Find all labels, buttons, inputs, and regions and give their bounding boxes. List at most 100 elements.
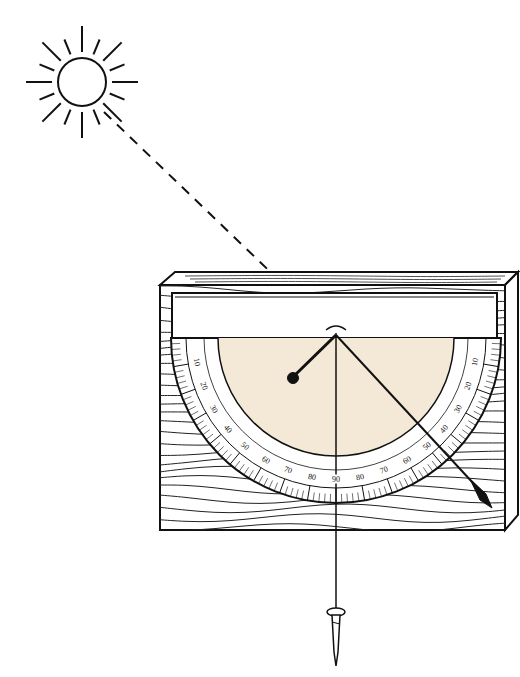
degree-tick (302, 491, 304, 500)
degree-tick (399, 481, 403, 489)
degree-tick (239, 464, 244, 471)
degree-tick (307, 486, 310, 501)
degree-tick (259, 476, 263, 484)
degree-tick (491, 354, 500, 356)
degree-tick (374, 489, 376, 498)
pointer-tip (470, 479, 492, 508)
degree-tick (285, 486, 288, 495)
degree-tick (206, 434, 213, 440)
sighting-pointer (288, 326, 493, 508)
degree-number: 30 (452, 402, 465, 415)
degree-number: 50 (239, 439, 252, 452)
degree-tick (234, 461, 240, 468)
sun-ray (112, 81, 138, 83)
degree-tick (249, 470, 254, 478)
degree-tick (484, 386, 493, 389)
sun-ray (40, 93, 55, 99)
degree-number: 70 (378, 465, 390, 477)
sun-ray (64, 40, 70, 55)
sun-ray (81, 26, 83, 52)
degree-tick (179, 386, 188, 389)
degree-tick (459, 434, 466, 440)
pointer-stick (294, 335, 336, 376)
degree-number: 40 (437, 422, 450, 435)
sun-ray (93, 40, 99, 55)
degree-tick (468, 421, 476, 426)
degree-number: 40 (221, 422, 234, 435)
degree-tick (172, 354, 181, 356)
wood-grain (190, 278, 501, 279)
degree-tick (479, 401, 487, 405)
degree-number: 50 (420, 439, 433, 452)
sun-ray (64, 110, 70, 125)
degree-tick (452, 442, 459, 448)
degree-tick (419, 470, 424, 478)
degree-tick (226, 454, 232, 461)
degree-tick (213, 442, 220, 448)
degree-tick (313, 492, 314, 501)
board-side (505, 272, 518, 530)
degree-tick (352, 493, 354, 502)
degree-tick (428, 464, 433, 471)
degree-tick (476, 406, 484, 410)
sun-ray (42, 103, 60, 121)
wood-grain (160, 523, 505, 530)
degree-tick (183, 396, 191, 399)
sun-ray (110, 93, 125, 99)
nail-weight (327, 608, 345, 666)
degree-number: 90 (331, 475, 341, 484)
degree-tick (394, 483, 397, 491)
pointer-straw (336, 335, 486, 497)
sun (26, 26, 138, 138)
wood-grain (160, 286, 505, 530)
degree-tick (404, 478, 408, 486)
degree-tick (203, 430, 210, 435)
degree-tick (171, 338, 186, 339)
degree-tick (484, 364, 499, 367)
degree-tick (210, 434, 221, 444)
degree-tick (384, 486, 387, 495)
degree-tick (477, 389, 491, 394)
sun-ray (81, 112, 83, 138)
degree-number: 10 (192, 357, 203, 368)
degree-tick (217, 446, 223, 452)
degree-tick (387, 479, 392, 493)
degree-tick (432, 453, 442, 464)
degree-tick (465, 425, 472, 430)
wood-grain (185, 275, 505, 282)
degree-tick (346, 494, 348, 503)
degree-tick (486, 381, 495, 383)
degree-tick (173, 360, 182, 361)
degree-tick (193, 413, 206, 421)
wood-grain (160, 514, 505, 523)
wood-grain (185, 275, 505, 276)
degree-tick (341, 494, 342, 503)
degree-tick (318, 493, 320, 502)
degree-number: 80 (355, 472, 366, 483)
degree-tick (176, 376, 185, 378)
degree-number: 60 (259, 454, 272, 467)
degree-tick (487, 376, 496, 378)
string-loop (326, 326, 346, 330)
degree-tick (492, 348, 501, 350)
degree-tick (466, 413, 479, 421)
degree-tick (221, 450, 227, 456)
sighting-slot (172, 293, 497, 339)
degree-tick (171, 343, 180, 344)
wood-grain (195, 281, 497, 282)
degree-tick (481, 396, 489, 399)
board-top (160, 272, 518, 285)
degree-tick (489, 370, 498, 372)
degree-tick (190, 411, 198, 415)
degree-number: 20 (463, 380, 475, 392)
sun-ray (93, 110, 99, 125)
nail-shank (332, 615, 340, 666)
degree-tick (269, 481, 273, 489)
pointer-knob (288, 373, 299, 384)
degree-number: 30 (207, 402, 220, 415)
degree-tick (171, 348, 180, 350)
degree-number: 60 (400, 454, 413, 467)
degree-tick (291, 488, 293, 497)
